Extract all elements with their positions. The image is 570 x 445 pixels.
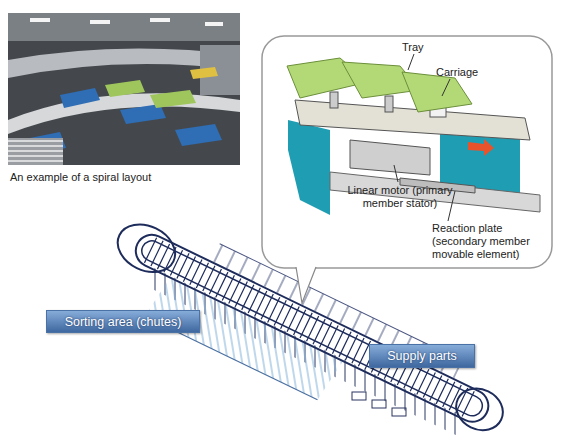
photo-caption: An example of a spiral layout (10, 171, 230, 184)
supply-table (352, 392, 366, 400)
leader-line (394, 165, 398, 182)
photo-tray (60, 88, 100, 108)
callout-bubble (262, 36, 552, 268)
photo-light (90, 20, 110, 24)
section-band: Supply parts (369, 344, 475, 368)
part-name: Carriage (436, 66, 506, 79)
photo-rollers (8, 138, 63, 165)
photo-tray (105, 80, 145, 97)
side-panel (288, 120, 330, 215)
supply-table (392, 408, 406, 416)
part-name: Tray (402, 41, 442, 54)
end-loop (449, 381, 510, 438)
leader-line (408, 54, 414, 70)
motion-arrow (468, 139, 494, 156)
rail (330, 172, 540, 212)
band-label: Supply parts (387, 349, 456, 363)
photo-light (150, 18, 170, 22)
section-band: Sorting area (chutes) (46, 310, 200, 333)
tray-post (330, 92, 338, 108)
photo-light (30, 18, 50, 22)
leader-line (442, 79, 450, 96)
photo-tray (150, 90, 196, 108)
photo-ceiling (8, 13, 240, 41)
photo-light (205, 22, 223, 26)
spiral-loop (110, 215, 183, 281)
linear-motor (350, 140, 430, 175)
band-label: Sorting area (chutes) (65, 315, 182, 329)
photo-tray (190, 67, 218, 79)
part-name: Linear motor (primary member stator) (336, 184, 464, 210)
callout-pointer (296, 267, 316, 303)
tray-post (385, 96, 393, 112)
supply-table (372, 400, 386, 408)
photo-tray (175, 124, 222, 146)
part-name: Reaction plate (secondary member movable… (432, 222, 532, 261)
photo-background (8, 13, 240, 165)
